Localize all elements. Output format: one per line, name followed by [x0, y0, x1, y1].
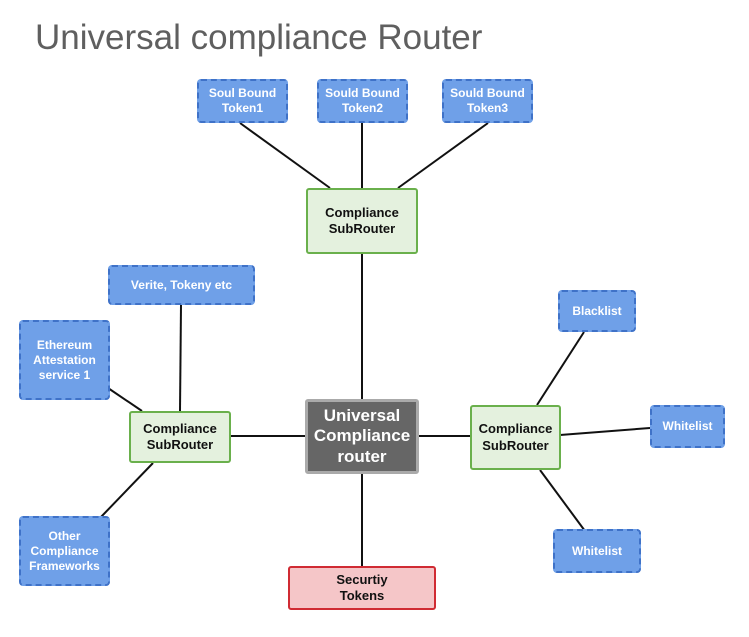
compliance-subrouter-right[interactable]: Compliance SubRouter	[470, 405, 561, 470]
blacklist-node[interactable]: Blacklist	[558, 290, 636, 332]
whitelist-node-1[interactable]: Whitelist	[650, 405, 725, 448]
soul-bound-token3-node[interactable]: Sould Bound Token3	[442, 79, 533, 123]
soul-bound-token1-node[interactable]: Soul Bound Token1	[197, 79, 288, 123]
universal-compliance-router-node[interactable]: Universal Compliance router	[305, 399, 419, 474]
diagram-title: Universal compliance Router	[35, 18, 483, 57]
edge-subright-whitelist2	[539, 469, 586, 532]
edge-eas-subleft	[107, 387, 143, 412]
edge-subright-whitelist1	[559, 427, 651, 436]
whitelist-node-2[interactable]: Whitelist	[553, 529, 641, 573]
security-tokens-node[interactable]: Securtiy Tokens	[288, 566, 436, 610]
other-compliance-frameworks-node[interactable]: Other Compliance Frameworks	[19, 516, 110, 586]
compliance-subrouter-top[interactable]: Compliance SubRouter	[306, 188, 418, 254]
verite-tokeny-node[interactable]: Verite, Tokeny etc	[108, 265, 255, 305]
edge-verite-subleft	[179, 304, 182, 412]
edge-sbt1-subtop	[239, 122, 331, 189]
ethereum-attestation-node[interactable]: Ethereum Attestation service 1	[19, 320, 110, 400]
soul-bound-token2-node[interactable]: Sould Bound Token2	[317, 79, 408, 123]
edge-other-subleft	[99, 462, 154, 519]
edge-sbt3-subtop	[397, 122, 489, 189]
edge-subright-blacklist	[536, 331, 585, 406]
compliance-subrouter-left[interactable]: Compliance SubRouter	[129, 411, 231, 463]
